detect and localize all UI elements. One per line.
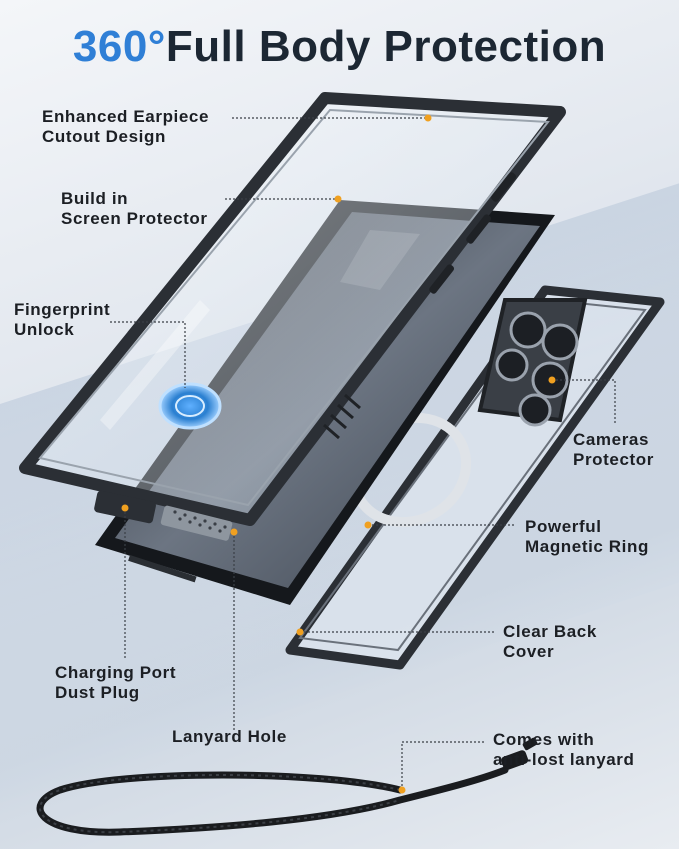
callout-fingerprint-line2: Unlock xyxy=(14,320,75,339)
callout-magnetic-line2: Magnetic Ring xyxy=(525,537,649,556)
callout-charging-line1: Charging Port xyxy=(55,663,177,682)
title-main: Full Body Protection xyxy=(165,22,607,71)
callout-back-cover-line1: Clear Back xyxy=(503,622,597,641)
front-case xyxy=(19,92,566,526)
callout-lanyard-hole-line1: Lanyard Hole xyxy=(172,727,287,746)
callout-cameras-line2: Protector xyxy=(573,450,654,469)
callout-screen-protector: Build in Screen Protector xyxy=(61,189,208,229)
callout-fingerprint-line1: Fingerprint xyxy=(14,300,111,319)
callout-charging-line2: Dust Plug xyxy=(55,683,140,702)
callout-earpiece-line2: Cutout Design xyxy=(42,127,166,146)
leader-lines xyxy=(110,117,616,790)
callout-back-cover: Clear Back Cover xyxy=(503,622,597,662)
callout-lanyard-hole: Lanyard Hole xyxy=(172,727,287,747)
callout-screen-protector-line2: Screen Protector xyxy=(61,209,208,228)
callout-lanyard-line1: Comes with xyxy=(493,730,595,749)
callout-cameras-line1: Cameras xyxy=(573,430,650,449)
callout-dots xyxy=(121,114,556,794)
callout-cameras: Cameras Protector xyxy=(573,430,654,470)
callout-back-cover-line2: Cover xyxy=(503,642,555,661)
lanyard xyxy=(36,737,538,836)
callout-screen-protector-line1: Build in xyxy=(61,189,129,208)
title-accent: 360° xyxy=(72,22,166,71)
callout-lanyard-line2: anti-lost lanyard xyxy=(493,750,635,769)
page-title: 360°Full Body Protection xyxy=(0,22,679,72)
callout-earpiece-line1: Enhanced Earpiece xyxy=(42,107,210,126)
callout-earpiece: Enhanced Earpiece Cutout Design xyxy=(42,107,209,147)
camera-module xyxy=(477,298,588,427)
callout-lanyard: Comes with anti-lost lanyard xyxy=(493,730,635,770)
callout-magnetic-line1: Powerful xyxy=(525,517,602,536)
fingerprint-icon xyxy=(158,382,222,430)
callout-magnetic: Powerful Magnetic Ring xyxy=(525,517,649,557)
callout-fingerprint: Fingerprint Unlock xyxy=(14,300,110,340)
callout-charging: Charging Port Dust Plug xyxy=(55,663,176,703)
